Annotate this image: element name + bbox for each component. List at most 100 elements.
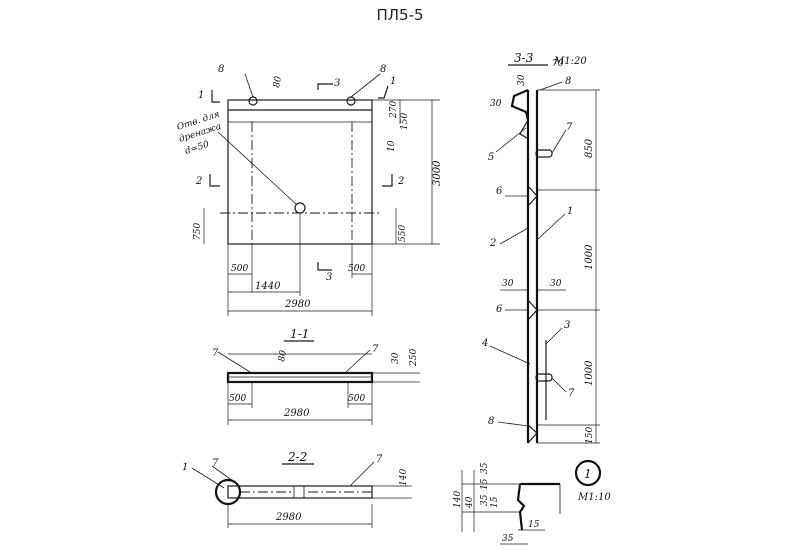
plan-dim-550: 550 xyxy=(398,225,408,242)
leader-8-right xyxy=(350,73,381,98)
leader-3-3-4 xyxy=(489,345,531,365)
section-3-3-scale: М1:20 xyxy=(553,56,587,67)
plan-dim-3000: 3000 xyxy=(432,160,443,186)
section-1-1-dim-2980: 2980 xyxy=(283,408,310,419)
leader-3-3-7-top xyxy=(551,129,567,154)
plan-dim-500-right: 500 xyxy=(348,264,365,274)
plan-dim-750: 750 xyxy=(193,223,203,240)
leader-8-left xyxy=(244,73,254,98)
plan-cut-3-bottom: 3 xyxy=(326,272,332,283)
leader-3-3-7-bottom xyxy=(551,377,567,393)
section-3-3: 3-3 М1:20 850 1000 1000 150 70 30 30 8 7… xyxy=(481,51,600,444)
detail-1-marker: 1 xyxy=(584,467,592,481)
detail-1-dim-40: 40 xyxy=(465,496,475,509)
section-2-2-title: 2-2 xyxy=(287,450,307,464)
cut-3-top-mark xyxy=(317,83,333,90)
lifting-loop-left-icon xyxy=(248,96,258,106)
section-3-3-stiffener-6-top xyxy=(527,185,538,207)
section-3-3-dim-30-left: 30 xyxy=(502,279,514,289)
plan-pos-8-right: 8 xyxy=(380,64,386,75)
cut-2-left-mark xyxy=(209,174,220,187)
section-1-1-body xyxy=(226,371,374,384)
plan-dim-10: 10 xyxy=(387,140,397,152)
detail-1-dim-15-top: 15 xyxy=(480,478,490,490)
plan-view: 8 8 80 3 3 1 1 2 2 Отв. для дренажа d=50… xyxy=(176,64,443,316)
detail-1-profile xyxy=(516,483,526,531)
section-1-1-pos-7-left: 7 xyxy=(212,348,219,359)
section-3-3-pos-8-bottom: 8 xyxy=(488,416,494,427)
detail-1: 35 15 140 40 35 15 15 35 1 М1:10 xyxy=(453,459,611,545)
section-3-3-loop-bottom-icon xyxy=(535,373,553,382)
leader-7-right-2-2 xyxy=(349,461,375,487)
cut-1-right-mark xyxy=(378,85,389,99)
section-2-2-pos-1: 1 xyxy=(182,462,188,473)
section-1-1-title: 1-1 xyxy=(290,327,309,341)
plan-dim-80: 80 xyxy=(272,75,284,88)
leader-drain-note xyxy=(217,131,298,206)
section-3-3-dim-1000-a: 1000 xyxy=(584,244,595,270)
section-3-3-dim-150: 150 xyxy=(585,427,595,444)
section-2-2-pos-7-left: 7 xyxy=(212,458,219,469)
section-3-3-pos-5: 5 xyxy=(488,152,494,163)
leader-3-3-5 xyxy=(495,127,527,153)
section-3-3-pos-4: 4 xyxy=(481,338,488,349)
section-1-1-dim-500-right: 500 xyxy=(348,394,365,404)
detail-1-dim-35-mid: 35 xyxy=(480,494,490,506)
leader-7-left xyxy=(217,351,251,373)
leader-3-3-8-bottom xyxy=(497,421,529,427)
section-3-3-pos-2: 2 xyxy=(489,238,496,249)
lifting-loop-right-icon xyxy=(346,96,356,106)
leader-3-3-3 xyxy=(545,327,563,345)
section-3-3-dim-30-side: 30 xyxy=(490,99,502,109)
cut-1-left-mark xyxy=(211,90,220,103)
section-3-3-pos-8-top: 8 xyxy=(565,76,571,87)
plan-dim-150-top: 150 xyxy=(400,113,410,130)
section-3-3-top-rib xyxy=(510,88,530,121)
section-1-1-dim-500-left: 500 xyxy=(229,394,246,404)
section-3-3-top-rib-lower xyxy=(519,119,529,139)
leader-3-3-2 xyxy=(499,227,529,245)
leader-3-3-8-top xyxy=(539,81,563,91)
plan-dim-1440: 1440 xyxy=(255,281,281,292)
section-3-3-pos-1: 1 xyxy=(567,206,573,217)
section-3-3-dim-70: 70 xyxy=(552,59,564,69)
leader-1 xyxy=(191,467,225,489)
section-1-1-dim-80: 80 xyxy=(277,349,289,362)
leader-3-3-1 xyxy=(536,213,566,241)
section-3-3-pos-7-top: 7 xyxy=(566,122,573,133)
section-3-3-pos-6-top: 6 xyxy=(496,186,503,197)
section-3-3-dim-1000-b: 1000 xyxy=(584,360,595,386)
section-3-3-stiffener-6-mid xyxy=(527,299,538,321)
cut-3-bottom-mark xyxy=(317,262,332,271)
section-3-3-dim-850: 850 xyxy=(584,138,595,158)
section-2-2-dim-140: 140 xyxy=(399,469,409,486)
section-2-2-pos-7-right: 7 xyxy=(376,454,383,465)
plan-cut-1-left: 1 xyxy=(198,90,204,101)
section-1-1-pos-7-right: 7 xyxy=(372,344,379,355)
section-3-3-dim-30-right: 30 xyxy=(550,279,562,289)
plan-dim-270: 270 xyxy=(389,101,399,119)
plan-cut-2-right: 2 xyxy=(397,176,404,187)
section-3-3-pos-6-mid: 6 xyxy=(496,304,503,315)
plan-pos-8-left: 8 xyxy=(218,64,224,75)
detail-1-dim-15-mid: 15 xyxy=(490,496,500,508)
detail-1-scale: М1:10 xyxy=(577,492,611,503)
cut-2-right-mark xyxy=(382,174,393,187)
section-1-1-dim-30: 30 xyxy=(391,352,401,364)
detail-1-dim-35-top: 35 xyxy=(480,462,490,474)
section-3-3-loop-top-icon xyxy=(535,149,553,158)
detail-1-dim-35-bottom: 35 xyxy=(502,534,514,544)
section-3-3-title: 3-3 xyxy=(514,51,534,65)
plan-cut-2-left: 2 xyxy=(195,176,202,187)
plan-cut-3-top: 3 xyxy=(334,78,340,89)
section-1-1: 1-1 7 7 80 30 250 500 500 2980 xyxy=(212,327,420,425)
plan-cut-1-right: 1 xyxy=(390,76,396,87)
detail-1-marker-circle xyxy=(574,459,602,487)
section-3-3-stiffener-bottom xyxy=(527,424,538,444)
plan-dim-500-left: 500 xyxy=(231,264,248,274)
section-3-3-pos-3: 3 xyxy=(564,320,570,331)
detail-1-dim-15-bottom: 15 xyxy=(528,520,540,530)
leader-7-right xyxy=(345,349,371,373)
page-title: ПЛ5-5 xyxy=(376,6,424,24)
